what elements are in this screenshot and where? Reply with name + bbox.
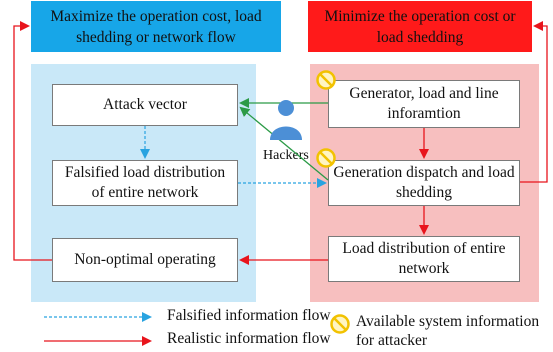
- falsified-load-text: Falsified load distribution of entire ne…: [64, 164, 226, 201]
- available-info-icon-dispatch: [316, 148, 336, 168]
- attacker-goal-text: Maximize the operation cost, load sheddi…: [50, 7, 262, 46]
- load-distribution-text: Load distribution of entire network: [342, 240, 506, 277]
- load-distribution-box: Load distribution of entire network: [328, 236, 520, 282]
- non-optimal-box: Non-optimal operating: [52, 238, 238, 282]
- hackers-label: Hackers: [263, 148, 309, 163]
- legend-available-label: Available system information for attacke…: [356, 313, 540, 349]
- dispatch-to-attack-vector-arrow: [239, 106, 329, 181]
- legend-falsified-label: Falsified information flow: [167, 307, 331, 324]
- attack-vector-box: Attack vector: [52, 84, 238, 126]
- dispatch-box: Generation dispatch and load shedding: [328, 160, 520, 206]
- non-optimal-text: Non-optimal operating: [74, 251, 216, 268]
- left-feedback-arrow: [13, 21, 52, 261]
- legend-realistic-label: Realistic information flow: [167, 330, 331, 347]
- attack-vector-text: Attack vector: [103, 96, 187, 113]
- generator-info-text: Generator, load and line inforamtion: [349, 85, 499, 122]
- hacker-person-icon: [270, 100, 302, 140]
- dispatch-text: Generation dispatch and load shedding: [333, 164, 515, 201]
- attacker-goal-header: Maximize the operation cost, load sheddi…: [31, 1, 281, 52]
- generator-info-box: Generator, load and line inforamtion: [328, 80, 520, 128]
- operator-goal-text: Minimize the operation cost or load shed…: [324, 7, 516, 46]
- falsified-load-box: Falsified load distribution of entire ne…: [52, 160, 238, 206]
- operator-goal-header: Minimize the operation cost or load shed…: [308, 1, 532, 52]
- right-feedback-arrow: [520, 21, 548, 183]
- legend-available-icon: [330, 314, 350, 334]
- available-info-icon-generator: [316, 70, 336, 90]
